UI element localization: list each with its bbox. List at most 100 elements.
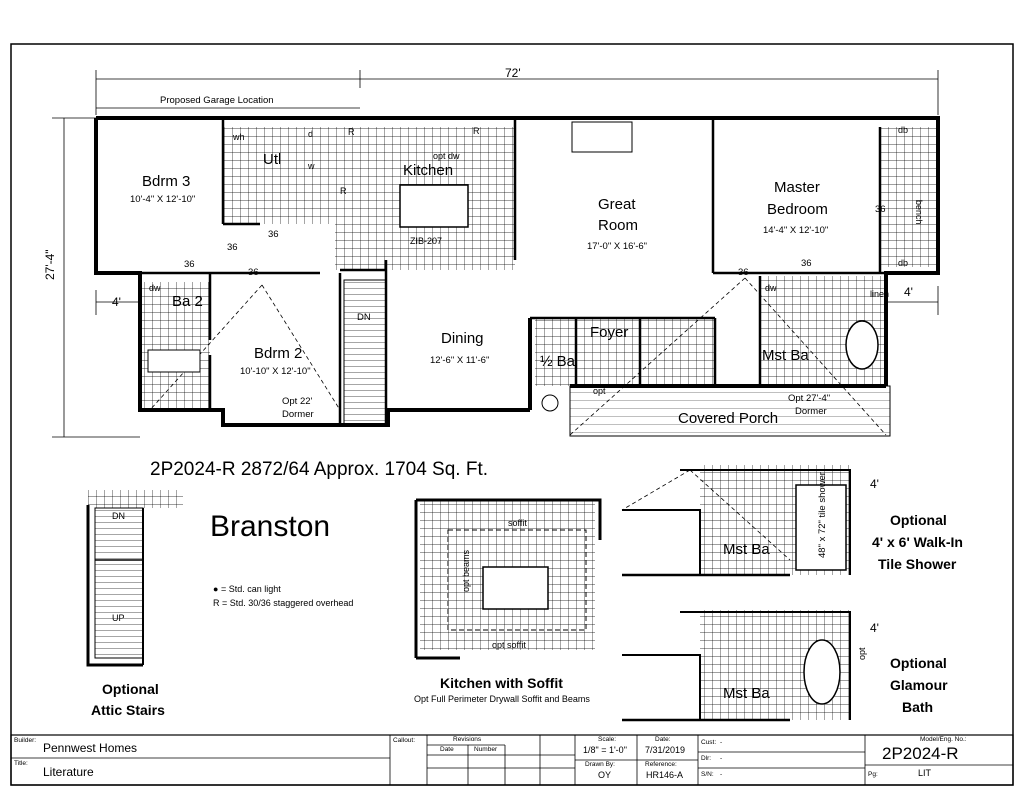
covered-porch-floor (569, 385, 891, 437)
scale-label: Scale: (598, 736, 617, 743)
pg-label: Pg: (868, 771, 878, 778)
tub-master (845, 320, 879, 370)
db-mark: db (898, 258, 909, 268)
sn-value: - (720, 771, 723, 778)
water-heater: wh (233, 132, 245, 142)
door-size: 36 (875, 204, 886, 215)
range-r: R (340, 186, 347, 196)
soffit-label: soffit (508, 518, 527, 528)
half-bath-label: ½ Ba (540, 353, 576, 370)
bdrm2-size: 10'-10" X 12'-10" (240, 366, 311, 377)
cust-value: - (720, 739, 723, 746)
plan-summary: 2P2024-R 2872/64 Approx. 1704 Sq. Ft. (150, 459, 489, 480)
shower-inset-mst-ba: Mst Ba (723, 541, 770, 558)
builder-label: Builder: (14, 737, 37, 744)
attic-up: UP (112, 613, 125, 623)
kitchen-opt-dw: opt dw (433, 151, 460, 161)
master-label-1: Master (774, 179, 820, 196)
right-offset-dimension: 4' (904, 285, 913, 299)
tile-shower-inset (622, 465, 851, 577)
interior-walls (140, 118, 886, 425)
glamour-opt: opt (857, 647, 867, 660)
foyer-label: Foyer (590, 324, 629, 341)
revision-date-label: Date (440, 746, 454, 753)
tub-ba2 (147, 349, 201, 373)
door-size: 36 (268, 229, 279, 240)
dining-label: Dining (441, 330, 484, 347)
opt-mark: opt (593, 386, 606, 396)
title-value: Literature (43, 765, 94, 779)
door-size: 36 (738, 267, 749, 278)
covered-porch-label: Covered Porch (678, 410, 779, 427)
reference-label: Reference: (645, 761, 677, 768)
garage-note: Proposed Garage Location (160, 95, 274, 106)
drawn-by-label: Drawn By: (585, 761, 615, 768)
legend-can-light-text: = Std. can light (220, 584, 281, 594)
depth-dimension: 27'-4" (43, 249, 57, 280)
mst-ba-label: Mst Ba (762, 347, 809, 364)
kitchen-soffit-inset (414, 498, 602, 660)
kitchen-label: Kitchen (403, 162, 454, 179)
glamour-title-1: Optional (890, 655, 947, 671)
great-room-label-1: Great (598, 196, 636, 213)
db-mark: db (898, 125, 909, 135)
range-r: R (348, 127, 355, 137)
opt-soffit-label: opt soffit (492, 640, 526, 650)
date-label: Date: (655, 736, 671, 743)
left-offset-dimension: 4' (112, 295, 121, 309)
scale-value: 1/8" = 1'-0" (583, 745, 627, 755)
porch-dormer-line2: Dormer (795, 406, 827, 417)
great-room-label-2: Room (598, 217, 639, 234)
washer: w (308, 161, 315, 171)
width-dimension: 72' (505, 66, 521, 80)
shower-inset-dim: 4' (870, 477, 879, 491)
dormer22-line2: Dormer (282, 409, 314, 420)
ba2-label: Ba 2 (172, 293, 203, 310)
model-label: Model/Eng. No.: (920, 736, 967, 743)
dlr-label: Dlr: (701, 755, 712, 762)
door-size: 36 (801, 258, 812, 269)
shower-title-2: 4' x 6' Walk-In (872, 534, 963, 550)
cust-label: Cust: (701, 739, 717, 746)
revisions-label: Revisions (453, 736, 482, 743)
door-size: 36 (248, 267, 259, 278)
model-value: 2P2024-R (882, 744, 959, 763)
shower-title-1: Optional (890, 512, 947, 528)
great-room-size: 17'-0" X 16'-6" (587, 241, 648, 252)
fireplace (571, 121, 633, 153)
dimension-depth (52, 117, 939, 438)
door-size: 36 (184, 259, 195, 270)
range-r: R (473, 126, 480, 136)
sn-label: S/N: (701, 771, 714, 778)
attic-dn: DN (112, 511, 125, 521)
dlr-value: - (720, 755, 723, 762)
dw-mark: dw (765, 283, 777, 293)
legend-overhead: R = Std. 30/36 staggered overhead (213, 598, 354, 608)
glamour-inset-dim: 4' (870, 621, 879, 635)
master-size: 14'-4" X 12'-10" (763, 225, 829, 236)
drawn-by-value: OY (598, 770, 612, 780)
glamour-bath-inset (622, 610, 851, 722)
revision-number-label: Number (474, 746, 498, 753)
legend-can-light: ● = Std. can light (213, 584, 281, 594)
kitchen-soffit-title: Kitchen with Soffit (440, 675, 563, 691)
utility-label: Utl (263, 151, 282, 168)
bench: bench (914, 200, 924, 225)
pg-value: LIT (918, 768, 932, 778)
stairs-down: DN (357, 312, 371, 323)
bdrm3-size: 10'-4" X 12'-10" (130, 194, 196, 205)
callout-label: Callout: (393, 737, 416, 744)
title-block-lines (10, 734, 1014, 786)
date-value: 7/31/2019 (645, 745, 686, 755)
reference-value: HR146-A (646, 770, 684, 780)
tile-shower-text: 48" x 72" tile shower (817, 472, 828, 558)
dining-size: 12'-6" X 11'-6" (430, 355, 490, 366)
kitchen-soffit-subtitle: Opt Full Perimeter Drywall Soffit and Be… (414, 694, 590, 704)
attic-title-1: Optional (102, 681, 159, 697)
glamour-inset-mst-ba: Mst Ba (723, 685, 770, 702)
kitchen-code: ZIB-207 (410, 236, 443, 246)
toilet-half-bath (541, 394, 559, 412)
glamour-title-2: Glamour (890, 677, 948, 693)
